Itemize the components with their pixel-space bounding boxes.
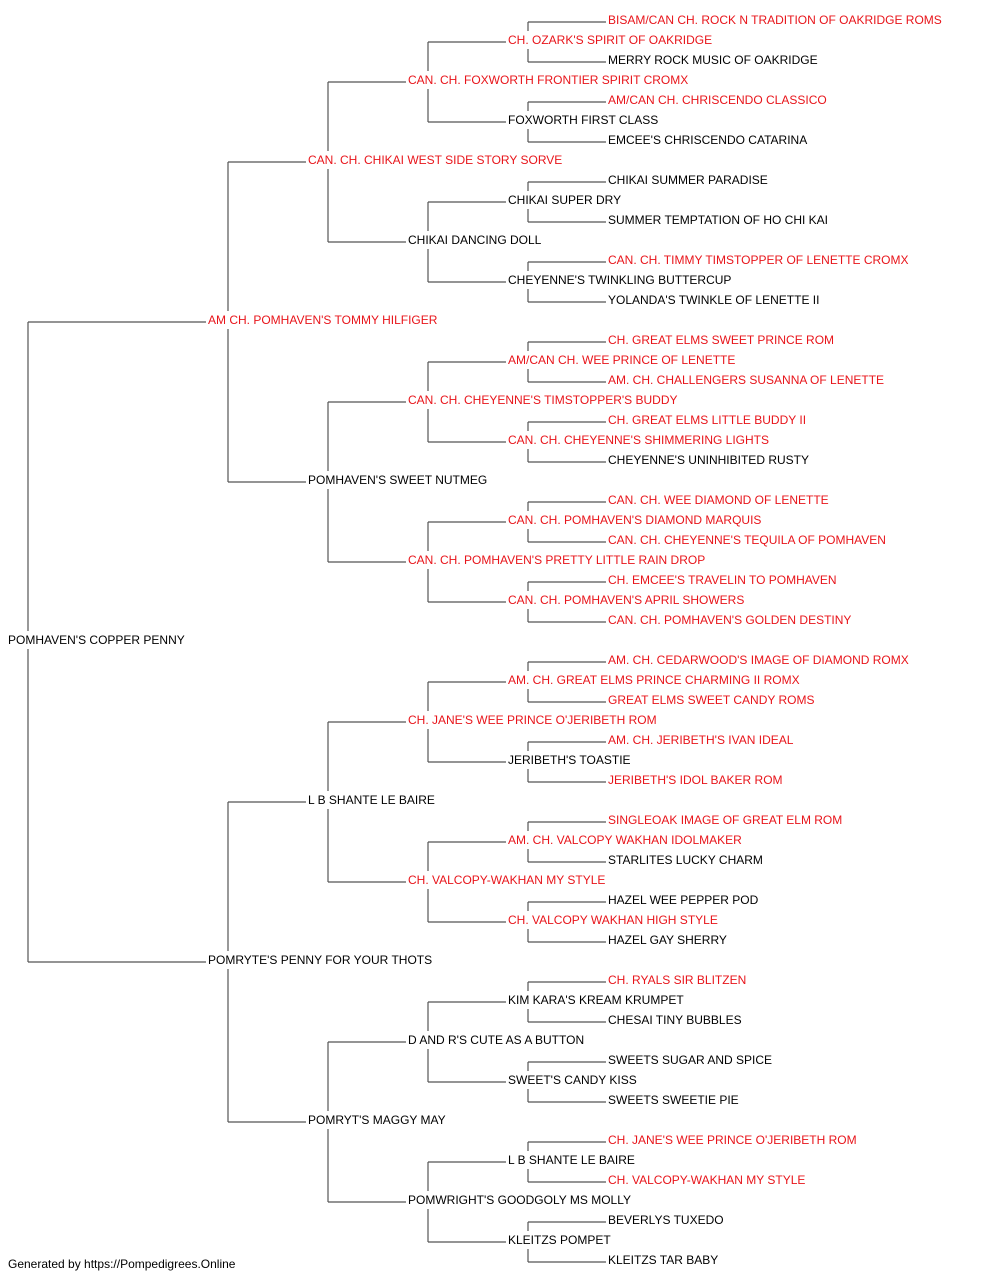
ancestor-name: CAN. CH. FOXWORTH FRONTIER SPIRIT CROMX bbox=[408, 73, 688, 87]
ancestor-name: SUMMER TEMPTATION OF HO CHI KAI bbox=[608, 213, 828, 227]
ancestor-name: CAN. CH. CHEYENNE'S SHIMMERING LIGHTS bbox=[508, 433, 769, 447]
ancestor-name: CH. VALCOPY-WAKHAN MY STYLE bbox=[408, 873, 605, 887]
ancestor-name: EMCEE'S CHRISCENDO CATARINA bbox=[608, 133, 807, 147]
ancestor-name: AM. CH. CHALLENGERS SUSANNA OF LENETTE bbox=[608, 373, 884, 387]
ancestor-name: D AND R'S CUTE AS A BUTTON bbox=[408, 1033, 584, 1047]
ancestor-name: JERIBETH'S TOASTIE bbox=[508, 753, 631, 767]
ancestor-name: HAZEL GAY SHERRY bbox=[608, 933, 727, 947]
ancestor-name: CH. GREAT ELMS LITTLE BUDDY II bbox=[608, 413, 806, 427]
ancestor-name: CHEYENNE'S TWINKLING BUTTERCUP bbox=[508, 273, 731, 287]
ancestor-name: CAN. CH. POMHAVEN'S APRIL SHOWERS bbox=[508, 593, 744, 607]
ancestor-name: AM. CH. JERIBETH'S IVAN IDEAL bbox=[608, 733, 794, 747]
ancestor-name: CAN. CH. POMHAVEN'S GOLDEN DESTINY bbox=[608, 613, 851, 627]
ancestor-name: GREAT ELMS SWEET CANDY ROMS bbox=[608, 693, 814, 707]
ancestor-name: AM CH. POMHAVEN'S TOMMY HILFIGER bbox=[208, 313, 438, 327]
ancestor-name: CHEYENNE'S UNINHIBITED RUSTY bbox=[608, 453, 809, 467]
ancestor-name: SWEETS SUGAR AND SPICE bbox=[608, 1053, 772, 1067]
ancestor-name: CH. JANE'S WEE PRINCE O'JERIBETH ROM bbox=[608, 1133, 857, 1147]
ancestor-name: CAN. CH. POMHAVEN'S DIAMOND MARQUIS bbox=[508, 513, 761, 527]
ancestor-name: CHIKAI DANCING DOLL bbox=[408, 233, 542, 247]
ancestor-name: CH. RYALS SIR BLITZEN bbox=[608, 973, 746, 987]
ancestor-name: CHESAI TINY BUBBLES bbox=[608, 1013, 742, 1027]
ancestor-name: BEVERLYS TUXEDO bbox=[608, 1213, 724, 1227]
ancestor-name: POMWRIGHT'S GOODGOLY MS MOLLY bbox=[408, 1193, 631, 1207]
ancestor-name: BISAM/CAN CH. ROCK N TRADITION OF OAKRID… bbox=[608, 13, 942, 27]
ancestor-name: SWEETS SWEETIE PIE bbox=[608, 1093, 739, 1107]
ancestor-name: STARLITES LUCKY CHARM bbox=[608, 853, 763, 867]
ancestor-name: FOXWORTH FIRST CLASS bbox=[508, 113, 658, 127]
ancestor-name: HAZEL WEE PEPPER POD bbox=[608, 893, 759, 907]
ancestor-name: CHIKAI SUMMER PARADISE bbox=[608, 173, 768, 187]
ancestor-name: YOLANDA'S TWINKLE OF LENETTE II bbox=[608, 293, 819, 307]
ancestor-name: AM/CAN CH. WEE PRINCE OF LENETTE bbox=[508, 353, 735, 367]
ancestor-name: KLEITZS TAR BABY bbox=[608, 1253, 718, 1267]
ancestor-name: POMHAVEN'S SWEET NUTMEG bbox=[308, 473, 487, 487]
ancestor-name: CH. VALCOPY-WAKHAN MY STYLE bbox=[608, 1173, 805, 1187]
ancestor-name: CHIKAI SUPER DRY bbox=[508, 193, 621, 207]
ancestor-name: SINGLEOAK IMAGE OF GREAT ELM ROM bbox=[608, 813, 842, 827]
ancestor-name: CH. JANE'S WEE PRINCE O'JERIBETH ROM bbox=[408, 713, 657, 727]
ancestor-name: CH. GREAT ELMS SWEET PRINCE ROM bbox=[608, 333, 834, 347]
ancestor-name: AM. CH. GREAT ELMS PRINCE CHARMING II RO… bbox=[508, 673, 800, 687]
ancestor-name: POMRYT'S MAGGY MAY bbox=[308, 1113, 446, 1127]
ancestor-name: CAN. CH. CHEYENNE'S TIMSTOPPER'S BUDDY bbox=[408, 393, 678, 407]
ancestor-name: CAN. CH. TIMMY TIMSTOPPER OF LENETTE CRO… bbox=[608, 253, 908, 267]
footer-credit: Generated by https://Pompedigrees.Online bbox=[8, 1257, 236, 1271]
ancestor-name: AM. CH. CEDARWOOD'S IMAGE OF DIAMOND ROM… bbox=[608, 653, 909, 667]
ancestor-name: JERIBETH'S IDOL BAKER ROM bbox=[608, 773, 783, 787]
ancestor-name: CAN. CH. CHIKAI WEST SIDE STORY SORVE bbox=[308, 153, 562, 167]
ancestor-name: CAN. CH. POMHAVEN'S PRETTY LITTLE RAIN D… bbox=[408, 553, 705, 567]
ancestor-name: CH. OZARK'S SPIRIT OF OAKRIDGE bbox=[508, 33, 712, 47]
ancestor-name: MERRY ROCK MUSIC OF OAKRIDGE bbox=[608, 53, 818, 67]
ancestor-name: CH. VALCOPY WAKHAN HIGH STYLE bbox=[508, 913, 718, 927]
subject-dog-name: POMHAVEN'S COPPER PENNY bbox=[8, 633, 185, 647]
ancestor-name: SWEET'S CANDY KISS bbox=[508, 1073, 637, 1087]
ancestor-name: L B SHANTE LE BAIRE bbox=[308, 793, 435, 807]
ancestor-name: KIM KARA'S KREAM KRUMPET bbox=[508, 993, 684, 1007]
ancestor-name: KLEITZS POMPET bbox=[508, 1233, 611, 1247]
ancestor-name: CAN. CH. CHEYENNE'S TEQUILA OF POMHAVEN bbox=[608, 533, 886, 547]
ancestor-name: CAN. CH. WEE DIAMOND OF LENETTE bbox=[608, 493, 829, 507]
ancestor-name: AM/CAN CH. CHRISCENDO CLASSICO bbox=[608, 93, 827, 107]
ancestor-name: CH. EMCEE'S TRAVELIN TO POMHAVEN bbox=[608, 573, 837, 587]
ancestor-name: L B SHANTE LE BAIRE bbox=[508, 1153, 635, 1167]
ancestor-name: POMRYTE'S PENNY FOR YOUR THOTS bbox=[208, 953, 432, 967]
ancestor-name: AM. CH. VALCOPY WAKHAN IDOLMAKER bbox=[508, 833, 742, 847]
